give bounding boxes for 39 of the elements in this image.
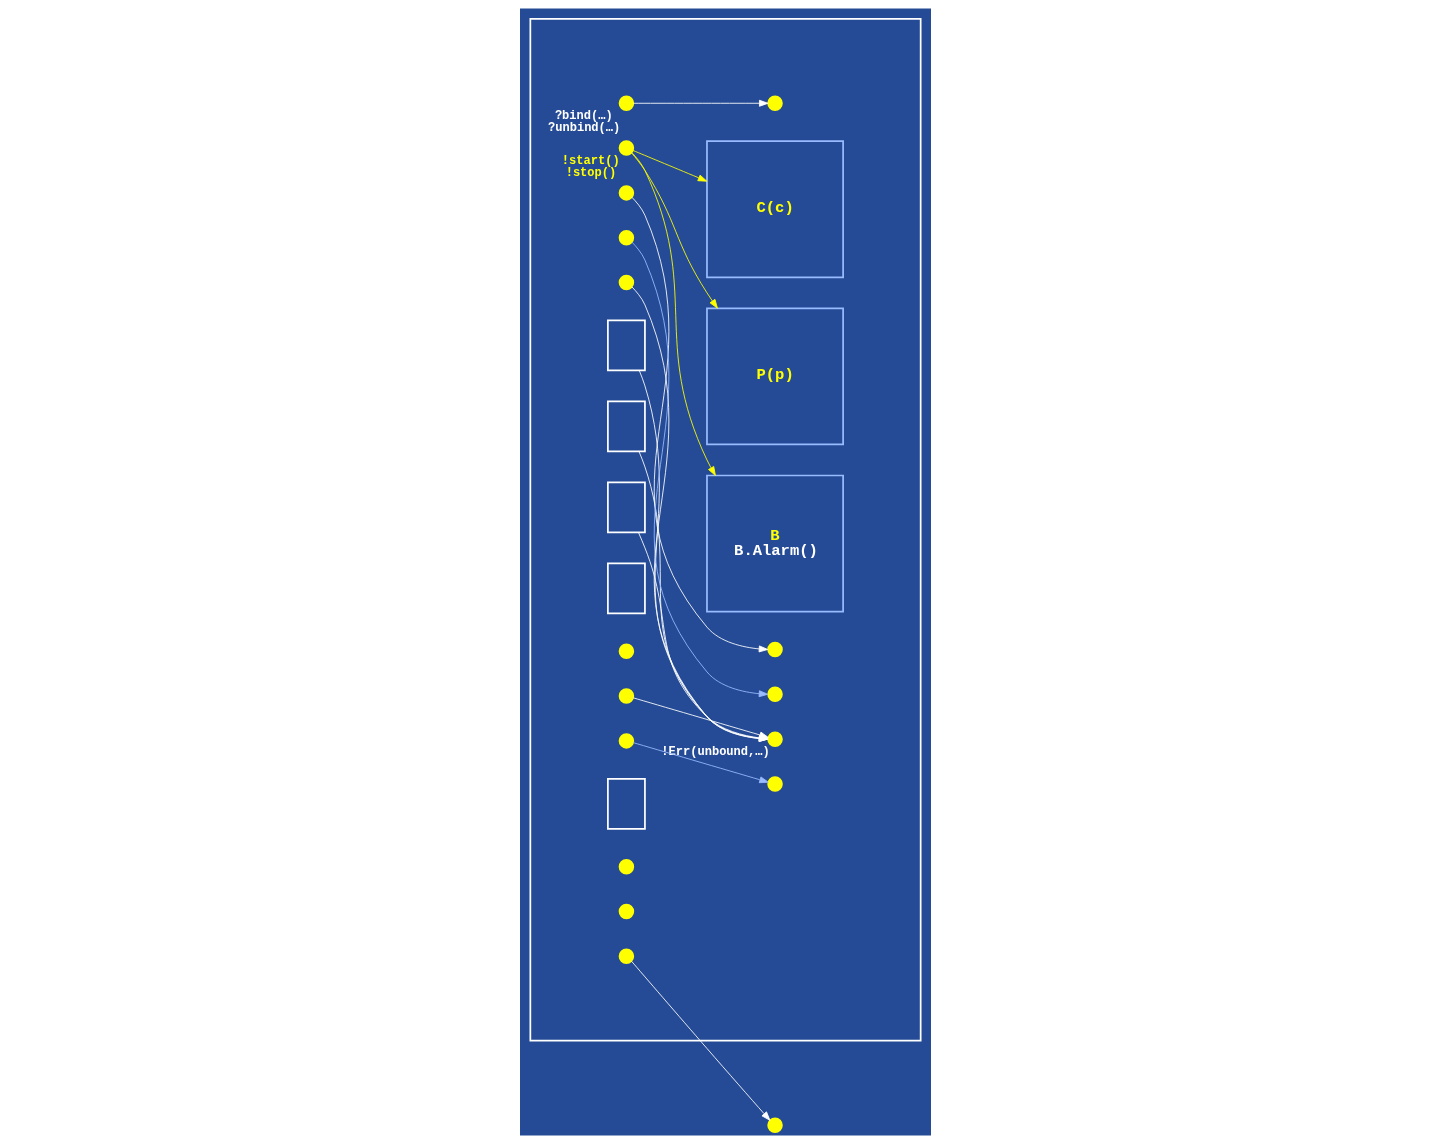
cluster (529, 17, 922, 1042)
node-label: !Err(unbound,…) (661, 744, 770, 759)
node-circle (767, 95, 783, 111)
node-circle (618, 948, 635, 965)
node-box: C(c) (706, 140, 844, 279)
node-circle (618, 274, 635, 291)
node-circle (767, 731, 783, 747)
node-label: ?bind(…) (554, 108, 613, 123)
node-box (607, 319, 646, 372)
node-circle (618, 903, 635, 920)
arrow (631, 241, 769, 698)
node-box (607, 777, 646, 830)
node-circle (618, 858, 635, 875)
arrow (631, 152, 718, 309)
node-box: B B.Alarm() (706, 474, 844, 613)
node-box (607, 562, 646, 615)
arrow (632, 150, 708, 182)
node-circle (767, 776, 783, 792)
node-circle (618, 688, 635, 704)
arrow (632, 742, 769, 784)
node-circle (618, 140, 635, 156)
node-circle (767, 686, 783, 703)
node-circle (767, 1117, 783, 1133)
node-box: P(p) (706, 307, 844, 446)
arrow (633, 99, 769, 107)
node-label: !stop() (565, 165, 617, 180)
node-circle (618, 185, 635, 201)
node-circle (618, 643, 635, 659)
node-circle (618, 229, 635, 246)
node-box (607, 400, 646, 453)
node-circle (618, 95, 635, 111)
node-label: ?unbind(…) (548, 121, 621, 136)
node-circle (767, 641, 783, 658)
arrow (631, 152, 716, 476)
node-box (607, 481, 646, 534)
arrow (631, 196, 769, 653)
node-label: !start() (561, 153, 620, 168)
node-circle (618, 733, 635, 749)
arrow (631, 960, 771, 1121)
